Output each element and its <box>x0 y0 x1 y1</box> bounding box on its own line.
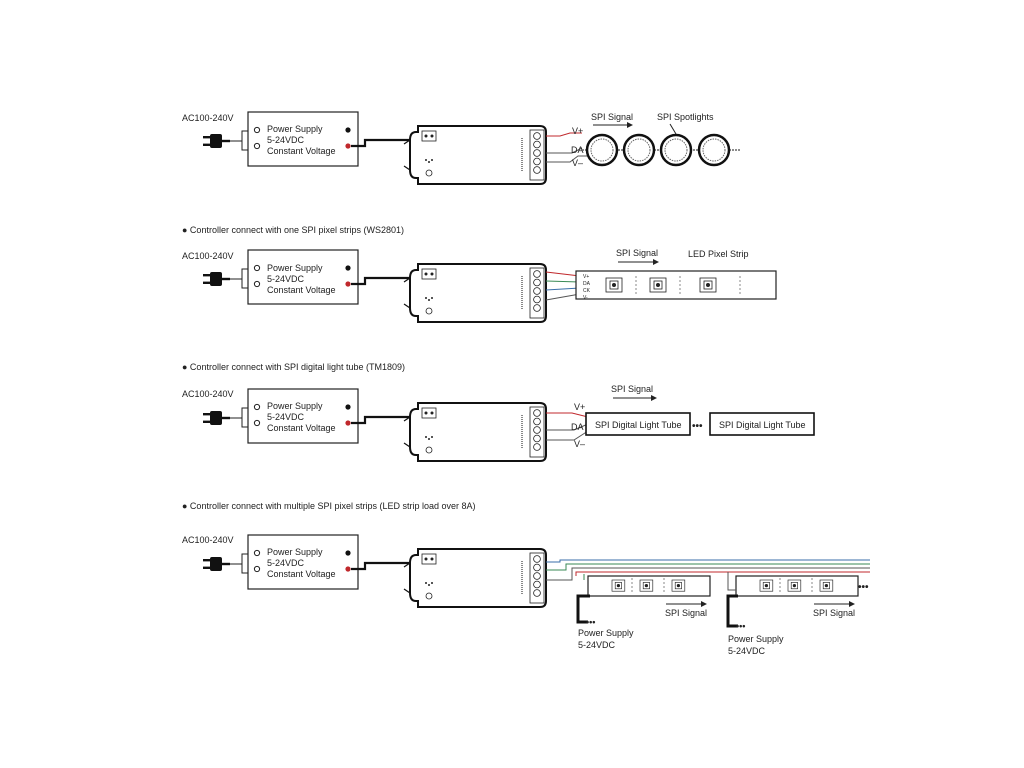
pixel-strip-1 <box>587 575 711 597</box>
spi-controller <box>403 125 547 185</box>
continuation-dots: ••• <box>858 582 869 593</box>
psu-line1: Power Supply <box>267 263 323 273</box>
power-plug-icon <box>201 409 232 427</box>
spi-controller <box>403 402 547 462</box>
terminal-da: DA <box>571 145 584 155</box>
continuation-dots: ••• <box>692 421 703 432</box>
power-plug-icon <box>201 555 232 573</box>
power-supply-box <box>247 111 359 167</box>
terminal-vplus: V+ <box>572 126 583 136</box>
ac-voltage-label: AC100-240V <box>182 389 234 399</box>
terminal-da: DA <box>583 281 591 287</box>
terminal-vminus: V– <box>572 158 583 168</box>
section-light-tube: ● Controller connect with SPI digital li… <box>182 362 815 462</box>
signal-label: SPI Signal <box>665 608 707 618</box>
section-pixel-strip: ● Controller connect with one SPI pixel … <box>182 225 777 323</box>
psu-line2: 5-24VDC <box>267 274 305 284</box>
section-caption: ● Controller connect with one SPI pixel … <box>182 225 404 235</box>
psu-line3: Constant Voltage <box>267 146 336 156</box>
section-multi-strip: ● Controller connect with multiple SPI p… <box>182 501 870 656</box>
continuation-dots: ••• <box>736 621 745 631</box>
light-tube-1: SPI Digital Light Tube <box>585 412 691 436</box>
aux-psu-line1: Power Supply <box>578 628 634 638</box>
aux-psu-line2: 5-24VDC <box>578 640 616 650</box>
psu-line1: Power Supply <box>267 547 323 557</box>
pixel-strip-2 <box>735 575 859 597</box>
psu-line1: Power Supply <box>267 401 323 411</box>
psu-line2: 5-24VDC <box>267 558 305 568</box>
terminal-vminus: V- <box>583 295 588 301</box>
terminal-da: DA <box>571 422 584 432</box>
signal-label: SPI Signal <box>591 112 633 122</box>
spotlight-2 <box>622 133 656 167</box>
light-tube-2: SPI Digital Light Tube <box>709 412 815 436</box>
terminal-vplus: V+ <box>574 402 585 412</box>
psu-line2: 5-24VDC <box>267 412 305 422</box>
spotlight-1 <box>585 133 619 167</box>
psu-line1: Power Supply <box>267 124 323 134</box>
ac-voltage-label: AC100-240V <box>182 113 234 123</box>
power-plug-icon <box>201 132 232 150</box>
psu-line2: 5-24VDC <box>267 135 305 145</box>
section-caption: ● Controller connect with SPI digital li… <box>182 362 405 372</box>
tube-label: SPI Digital Light Tube <box>719 420 806 430</box>
aux-psu-line1: Power Supply <box>728 634 784 644</box>
ac-voltage-label: AC100-240V <box>182 251 234 261</box>
spotlight-4 <box>697 133 731 167</box>
terminal-vplus: V+ <box>583 274 589 280</box>
section-spotlights: AC100-240V Power Supply 5-24VDC Constant… <box>182 111 740 185</box>
power-supply-box <box>247 388 359 444</box>
spotlight-3 <box>659 133 693 167</box>
psu-line3: Constant Voltage <box>267 423 336 433</box>
terminal-vminus: V– <box>574 439 585 449</box>
power-plug-icon <box>201 270 232 288</box>
load-label: SPI Spotlights <box>657 112 714 122</box>
terminal-ck: CK <box>583 288 591 294</box>
signal-label: SPI Signal <box>611 384 653 394</box>
signal-label: SPI Signal <box>813 608 855 618</box>
power-supply-box <box>247 249 359 305</box>
psu-line3: Constant Voltage <box>267 569 336 579</box>
section-caption: ● Controller connect with multiple SPI p… <box>182 501 476 511</box>
ac-voltage-label: AC100-240V <box>182 535 234 545</box>
load-label: LED Pixel Strip <box>688 249 749 259</box>
spi-controller <box>403 263 547 323</box>
tube-label: SPI Digital Light Tube <box>595 420 682 430</box>
continuation-dots: ••• <box>586 617 595 627</box>
spi-controller <box>403 548 547 608</box>
aux-psu-line2: 5-24VDC <box>728 646 766 656</box>
power-supply-box <box>247 534 359 590</box>
pixel-strip <box>575 270 777 300</box>
signal-label: SPI Signal <box>616 248 658 258</box>
psu-line3: Constant Voltage <box>267 285 336 295</box>
